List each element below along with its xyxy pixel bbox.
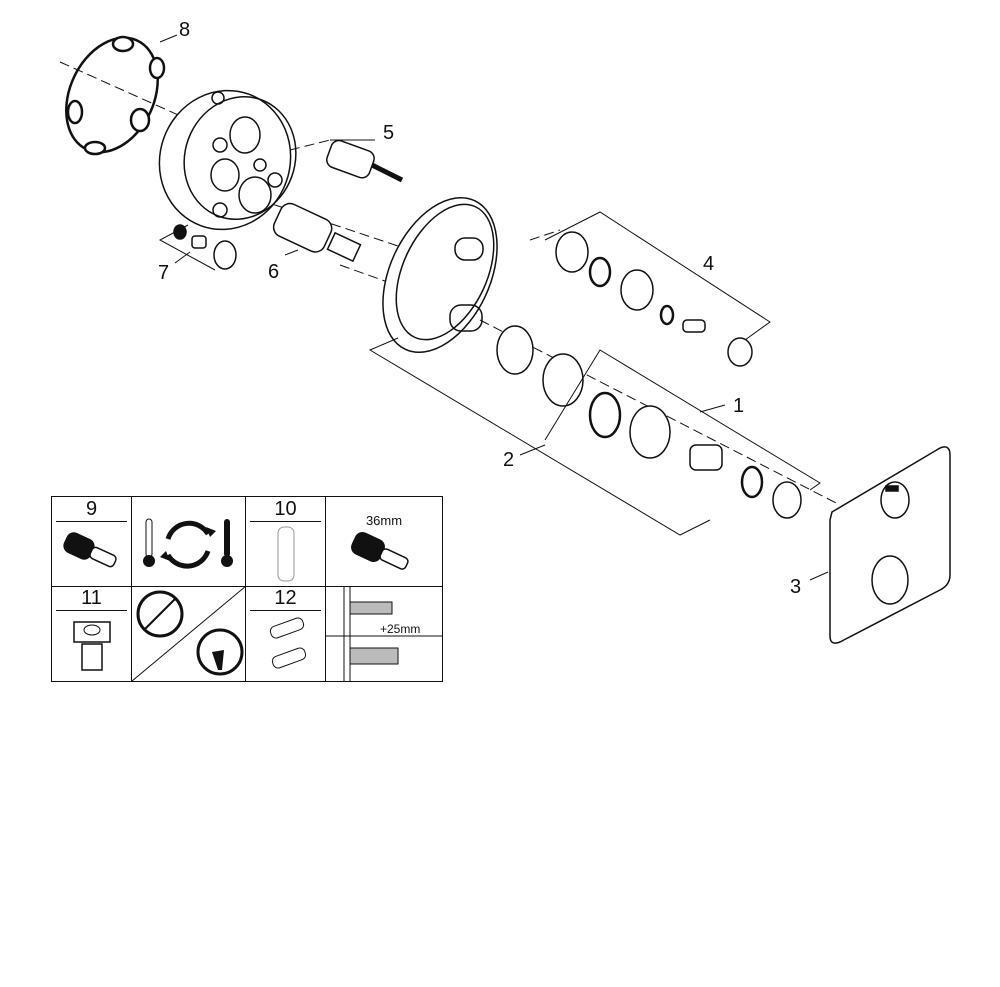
diverter-cartridge-part5 bbox=[326, 139, 404, 183]
callout-6: 6 bbox=[268, 261, 280, 283]
extension-spindles-icon bbox=[269, 617, 307, 669]
gasket-ring-part8 bbox=[65, 35, 166, 156]
legend-cell-11: 11 bbox=[52, 586, 132, 681]
adapter-nut-icon bbox=[73, 621, 111, 671]
callout-1: 1 bbox=[733, 395, 745, 417]
callout-4: 4 bbox=[703, 253, 715, 275]
legend-cell-lever bbox=[132, 586, 246, 681]
legend-cell-10: 10 bbox=[246, 497, 326, 586]
lever-handle-no-yes-icon bbox=[132, 586, 246, 681]
check-valve-part7 bbox=[173, 224, 237, 270]
legend-cell-25mm: +25mm bbox=[326, 586, 442, 681]
trim-plate-part3 bbox=[829, 446, 951, 644]
thermostatic-cartridge-part6 bbox=[272, 202, 362, 263]
extension-sleeve-icon bbox=[277, 526, 295, 582]
legend-cell-12: 12 bbox=[246, 586, 326, 681]
callout-5: 5 bbox=[383, 122, 395, 144]
thermostatic-cartridge-icon bbox=[63, 532, 117, 568]
callout-7: 7 bbox=[158, 262, 170, 284]
legend-cell-hot-cold bbox=[132, 497, 246, 586]
legend-cell-9: 9 bbox=[52, 497, 132, 586]
callout-8: 8 bbox=[179, 19, 191, 41]
hot-cold-reversal-icon bbox=[143, 518, 233, 569]
callout-3: 3 bbox=[790, 576, 802, 598]
callout-2: 2 bbox=[503, 449, 515, 471]
mounting-plate bbox=[382, 196, 498, 354]
legend-cell-36mm: 36mm bbox=[326, 497, 442, 586]
group4-parts bbox=[555, 231, 753, 367]
cartridge-36mm-icon bbox=[351, 531, 409, 570]
wall-extension-icon bbox=[326, 586, 442, 681]
accessory-legend-table: 9 10 36mm 11 12 +25mm bbox=[51, 496, 443, 682]
group1-2-parts bbox=[496, 325, 802, 519]
mixer-body bbox=[158, 89, 297, 231]
